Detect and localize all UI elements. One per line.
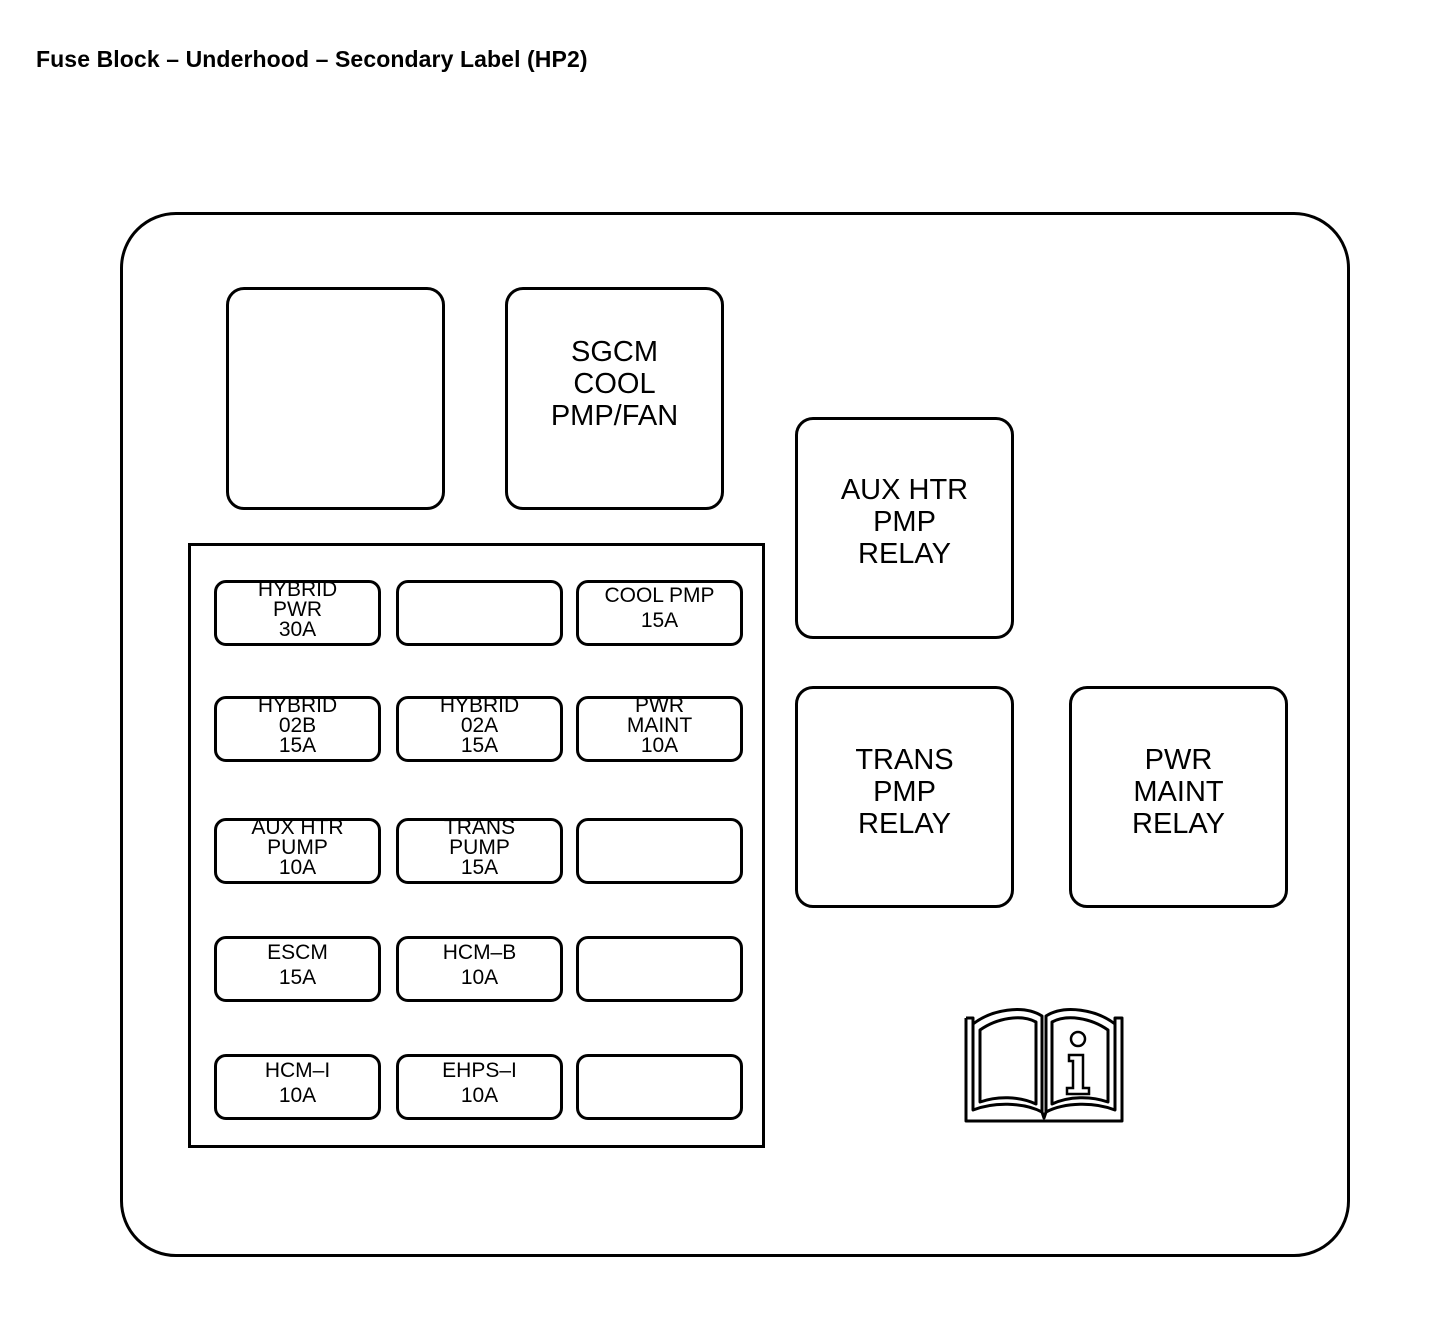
fuse-block-outline <box>120 212 1350 1257</box>
fuse-label-line: 30A <box>278 618 317 641</box>
fuse-label-line: 15A <box>460 734 499 757</box>
page-title: Fuse Block – Underhood – Secondary Label… <box>36 46 588 72</box>
fuse-label-line: HYBRID <box>257 578 338 601</box>
fuse-label-line: 10A <box>278 1084 317 1107</box>
fuse-label-line: PUMP <box>267 836 328 859</box>
fuse-slot-empty <box>576 1054 743 1120</box>
fuse-ehps-i: EHPS–I 10A <box>396 1054 563 1120</box>
mini-fuse-panel <box>188 543 765 1148</box>
fuse-label-line: HCM–I <box>264 1059 331 1082</box>
fuse-slot-empty <box>576 818 743 884</box>
fuse-label-line: 02B <box>278 714 317 737</box>
relay-label-line: PMP/FAN <box>550 399 679 432</box>
fuse-label-line: ESCM <box>267 941 328 964</box>
fuse-label-line: 02A <box>460 714 499 737</box>
relay-label-line: PMP <box>873 776 936 808</box>
fuse-label-line: 15A <box>460 856 499 879</box>
fuse-hybrid-02b: HYBRID 02B 15A <box>214 694 381 762</box>
relay-label-line: AUX HTR <box>840 474 969 506</box>
fuse-label-line: HYBRID <box>439 694 520 717</box>
fuse-slot-empty <box>396 580 563 646</box>
fuse-pwr-maint: PWR MAINT 10A <box>576 694 743 762</box>
relay-label-line: RELAY <box>1132 808 1225 840</box>
fuse-label-line: PWR <box>273 598 322 621</box>
fuse-trans-pump: TRANS PUMP 15A <box>396 816 563 884</box>
fuse-label-line: PWR <box>635 694 684 717</box>
fuse-escm: ESCM 15A <box>214 936 381 1002</box>
relay-label-line: TRANS <box>855 744 954 776</box>
relay-label-line: COOL <box>573 367 656 400</box>
relay-label-line: RELAY <box>858 808 951 840</box>
fuse-label-line: 10A <box>278 856 317 879</box>
fuse-label-line: COOL PMP <box>604 584 715 607</box>
fuse-label-line: 10A <box>460 1084 499 1107</box>
fuse-label-line: PUMP <box>449 836 510 859</box>
fuse-label-line: EHPS–I <box>442 1059 517 1082</box>
relay-label-line: PWR <box>1144 744 1213 776</box>
fuse-slot-empty <box>576 936 743 1002</box>
fuse-label-line: HYBRID <box>257 694 338 717</box>
fuse-label-line: HCM–B <box>442 941 517 964</box>
fuse-hybrid-02a: HYBRID 02A 15A <box>396 694 563 762</box>
fuse-aux-htr-pump: AUX HTR PUMP 10A <box>214 816 381 884</box>
relay-sgcm-cool-pmp-fan: SGCM COOL PMP/FAN <box>505 287 724 510</box>
fuse-hcm-i: HCM–I 10A <box>214 1054 381 1120</box>
relay-pwr-maint: PWR MAINT RELAY <box>1069 686 1288 908</box>
relay-label-line: MAINT <box>1133 776 1224 808</box>
fuse-label-line: MAINT <box>626 714 693 737</box>
relay-label-line: RELAY <box>858 538 951 570</box>
fuse-label-line: 15A <box>278 734 317 757</box>
fuse-label-line: TRANS <box>443 816 516 839</box>
fuse-label-line: 15A <box>640 609 679 632</box>
relay-label-line: PMP <box>873 506 936 538</box>
relay-label-line: SGCM <box>571 335 658 368</box>
relay-aux-htr-pmp: AUX HTR PMP RELAY <box>795 417 1014 639</box>
fuse-label-line: AUX HTR <box>251 816 344 839</box>
fuse-hcm-b: HCM–B 10A <box>396 936 563 1002</box>
fuse-label-line: 10A <box>640 734 679 757</box>
relay-empty-top-left <box>226 287 445 510</box>
owner-manual-info-icon <box>964 1008 1124 1123</box>
fuse-label-line: 15A <box>278 966 317 989</box>
fuse-label-line: 10A <box>460 966 499 989</box>
relay-trans-pmp: TRANS PMP RELAY <box>795 686 1014 908</box>
fuse-cool-pmp: COOL PMP 15A <box>576 580 743 646</box>
fuse-hybrid-pwr: HYBRID PWR 30A <box>214 578 381 646</box>
